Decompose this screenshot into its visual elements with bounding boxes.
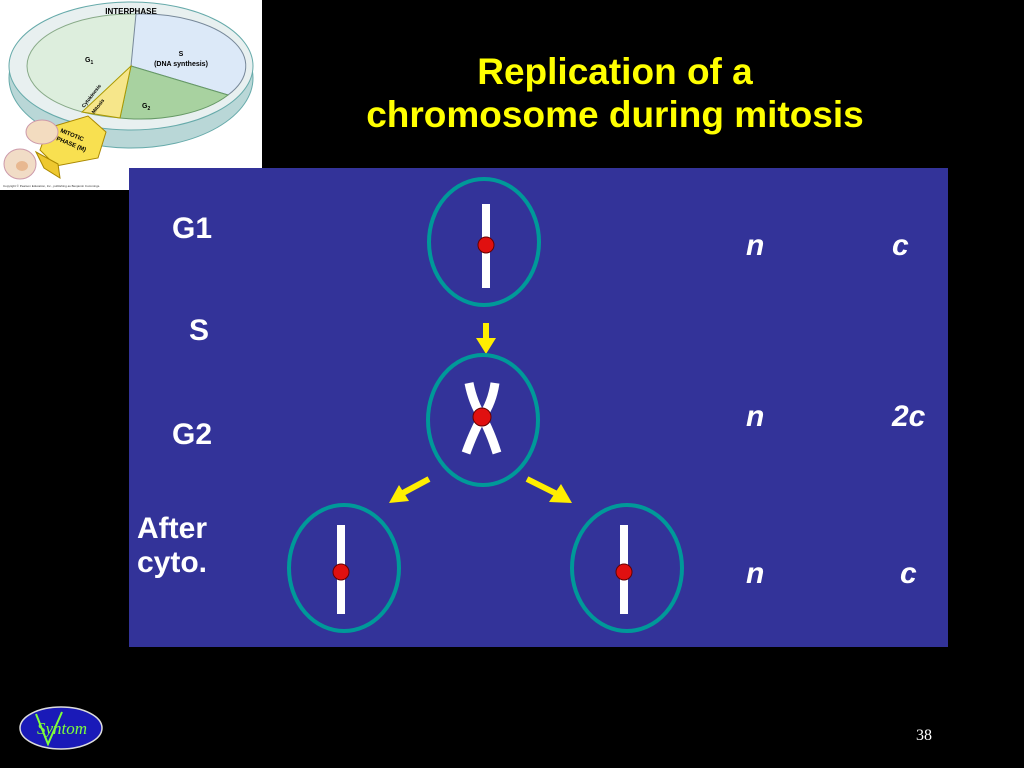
title-line-2: chromosome during mitosis (366, 94, 864, 135)
g1-nucleus (427, 177, 541, 307)
g2-segment (119, 65, 230, 120)
mitotic-arrow-side (34, 150, 61, 179)
daughter-nucleus-left (287, 503, 401, 633)
stage-after-cyto-label: After cyto. (137, 512, 207, 580)
g1-n-value: n (746, 229, 765, 262)
after-n-value: n (746, 557, 765, 590)
split-arrow-right (525, 476, 572, 503)
copyright-text: Copyright © Pearson Education, Inc., pub… (3, 184, 100, 188)
g1-c-value: c (892, 229, 909, 262)
page-number: 38 (916, 727, 932, 744)
split-arrow-left (389, 476, 431, 503)
stage-g2-label: G2 (172, 418, 213, 451)
daughter-centromere-right (615, 563, 633, 581)
daughter-nucleus-right (570, 503, 684, 633)
stage-s-label: S (189, 314, 210, 347)
cell-cycle-figure: INTERPHASE G1 S (DNA synthesis) G2 Cytok… (0, 0, 262, 190)
after-c-value: c (900, 557, 917, 590)
s-segment (130, 13, 247, 96)
interphase-label: INTERPHASE (105, 7, 157, 16)
replication-panel: G1 S G2 After cyto. n c n 2c n c (129, 168, 948, 647)
replication-arrow (476, 323, 496, 354)
slide-title: Replication of a chromosome during mitos… (290, 50, 940, 136)
syntom-logo: Syntom (18, 704, 104, 757)
s-label: S (179, 51, 184, 58)
g2-centromere (472, 407, 492, 427)
s-description: (DNA synthesis) (154, 61, 208, 68)
chromosome-diagram (287, 177, 684, 633)
g1-label: G1 (85, 57, 93, 66)
stage-g1-label: G1 (172, 212, 213, 245)
title-line-1: Replication of a (477, 51, 753, 92)
daughter-centromere-left (332, 563, 350, 581)
g2-nucleus (426, 353, 540, 487)
after-line-2: cyto. (137, 546, 208, 579)
g1-centromere (477, 236, 495, 254)
g2-c-value: 2c (892, 400, 926, 433)
g2-n-value: n (746, 400, 765, 433)
dividing-cell (25, 119, 59, 145)
after-line-1: After (137, 512, 208, 545)
cell-cycle-diagram: INTERPHASE G1 S (DNA synthesis) G2 Cytok… (3, 1, 254, 188)
svg-text:Syntom: Syntom (37, 719, 87, 738)
cell-nucleus (16, 161, 28, 171)
g2-label: G2 (142, 103, 150, 112)
m-phase-segment (80, 64, 132, 119)
